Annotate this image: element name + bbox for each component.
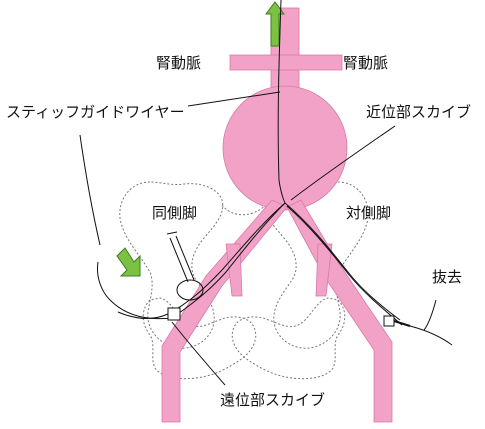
label-proximal-scaip: 近位部スカイブ: [366, 103, 471, 121]
right-iliac-artery: [287, 200, 392, 422]
label-removal: 抜去: [432, 268, 462, 286]
aneurysm-sac: [223, 86, 347, 210]
right-pubis-outline: [232, 298, 345, 379]
label-ipsilateral-limb: 同側脚: [152, 204, 197, 222]
right-sheath-hub: [384, 316, 394, 326]
label-stiff-guidewire: スティッフガイドワイヤー: [6, 103, 185, 121]
leader-stiff-guidewire-label: [80, 135, 100, 245]
sacrum-outline: [222, 205, 266, 215]
catheter-tip: [167, 232, 177, 234]
left-iliac-artery: [162, 200, 287, 422]
right-sheath-tip: [394, 321, 410, 326]
leader-removal: [424, 300, 436, 330]
contralateral-tail: [410, 326, 452, 345]
down-left-arrow-icon: [117, 248, 140, 276]
renal-artery-crossbar: [230, 55, 342, 70]
label-renal-artery-right: 腎動脈: [343, 54, 388, 72]
label-contralateral-limb: 対側脚: [346, 204, 391, 222]
label-renal-artery-left: 腎動脈: [156, 54, 201, 72]
label-distal-scaip: 遠位部スカイブ: [220, 391, 325, 409]
left-sheath-hub: [168, 308, 180, 320]
